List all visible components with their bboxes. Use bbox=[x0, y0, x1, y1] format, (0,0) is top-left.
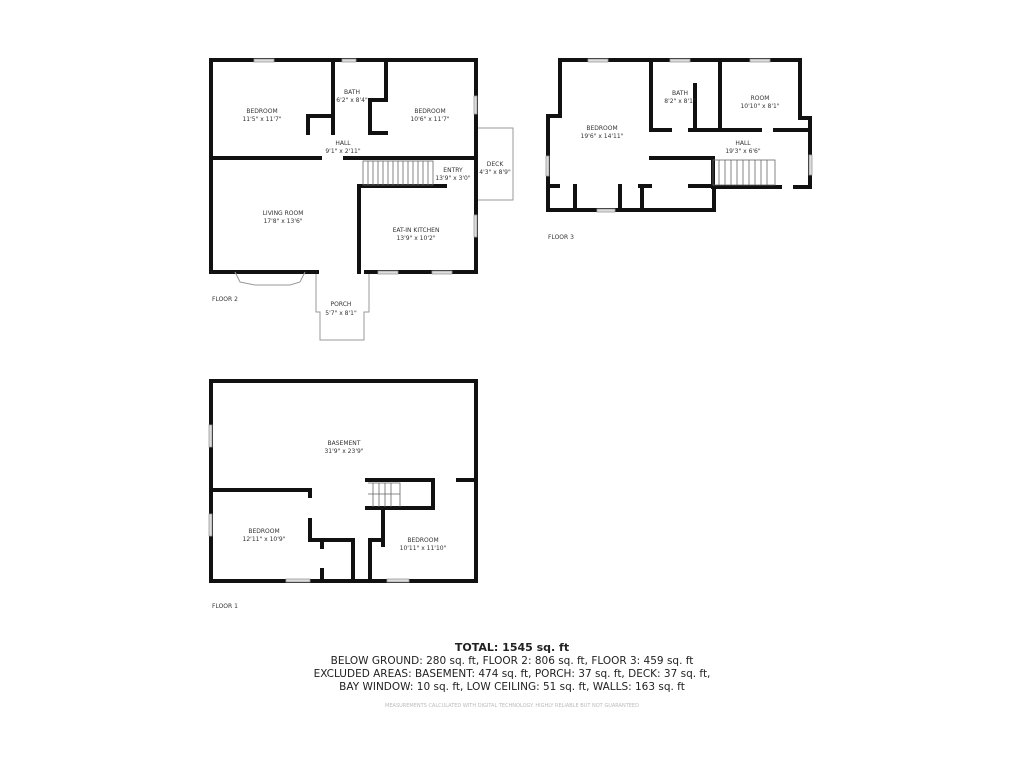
wall bbox=[209, 488, 355, 583]
room-dims: 31'9" x 23'9" bbox=[324, 448, 363, 455]
porch-outline bbox=[315, 272, 370, 341]
window bbox=[208, 424, 213, 448]
room-name: BATH bbox=[672, 90, 688, 97]
room-name: BEDROOM bbox=[407, 537, 438, 544]
room-dims: 6'2" x 8'4" bbox=[336, 97, 368, 104]
window bbox=[431, 270, 453, 275]
floor-1-plan: BASEMENT 31'9" x 23'9" BEDROOM 12'11" x … bbox=[208, 379, 478, 610]
floor-label: FLOOR 3 bbox=[548, 234, 574, 241]
window bbox=[473, 95, 478, 115]
area-breakdown: BELOW GROUND: 280 sq. ft, FLOOR 2: 806 s… bbox=[330, 655, 694, 667]
disclaimer: MEASUREMENTS CALCULATED WITH DIGITAL TEC… bbox=[385, 703, 639, 709]
room-name: BEDROOM bbox=[248, 528, 279, 535]
staircase bbox=[362, 160, 434, 186]
window bbox=[545, 155, 550, 177]
wall bbox=[546, 156, 715, 212]
room-name: BEDROOM bbox=[586, 125, 617, 132]
window bbox=[377, 270, 399, 275]
window bbox=[341, 58, 357, 63]
room-name: BEDROOM bbox=[414, 108, 445, 115]
room-dims: 10'11" x 11'10" bbox=[400, 545, 447, 552]
bath-walls bbox=[306, 58, 388, 135]
floor-3-exterior-wall bbox=[546, 58, 812, 212]
window bbox=[669, 58, 691, 63]
room-dims: 13'9" x 10'2" bbox=[396, 235, 435, 242]
room-name: ROOM bbox=[751, 95, 770, 102]
room-name: BEDROOM bbox=[246, 108, 277, 115]
wall bbox=[365, 478, 478, 583]
floor-2-plan: BEDROOM 11'5" x 11'7" BATH 6'2" x 8'4" B… bbox=[209, 58, 514, 341]
room-name: DECK bbox=[487, 161, 505, 168]
room-name: BATH bbox=[344, 89, 360, 96]
room-dims: 13'9" x 3'0" bbox=[435, 175, 471, 182]
room-dims: 19'6" x 14'11" bbox=[581, 133, 624, 140]
kitchen-walls bbox=[357, 184, 447, 274]
floor-label: FLOOR 2 bbox=[212, 296, 238, 303]
room-dims: 17'8" x 13'6" bbox=[263, 218, 302, 225]
room-name: LIVING ROOM bbox=[263, 210, 304, 217]
staircase bbox=[712, 159, 776, 186]
room-name: ENTRY bbox=[443, 167, 463, 174]
room-dims: 19'3" x 6'6" bbox=[725, 148, 761, 155]
total-area: TOTAL: 1545 sq. ft bbox=[454, 641, 570, 654]
room-dims: 9'1" x 2'11" bbox=[325, 148, 361, 155]
excluded-areas: EXCLUDED AREAS: BASEMENT: 474 sq. ft, PO… bbox=[313, 668, 711, 680]
floor-label: FLOOR 1 bbox=[212, 603, 238, 610]
window bbox=[596, 208, 616, 213]
room-dims: 8'2" x 8'1" bbox=[664, 98, 696, 105]
room-name: EAT-IN KITCHEN bbox=[393, 227, 440, 234]
window bbox=[473, 214, 478, 238]
window bbox=[208, 513, 213, 537]
window bbox=[808, 154, 813, 176]
room-name: BASEMENT bbox=[328, 440, 361, 447]
floor-3-plan: BEDROOM 19'6" x 14'11" BATH 8'2" x 8'1" … bbox=[545, 58, 813, 241]
window bbox=[587, 58, 609, 63]
room-name: HALL bbox=[735, 140, 751, 147]
room-dims: 10'10" x 8'1" bbox=[740, 103, 779, 110]
excluded-areas-continued: BAY WINDOW: 10 sq. ft, LOW CEILING: 51 s… bbox=[339, 681, 685, 693]
window bbox=[749, 58, 771, 63]
window bbox=[386, 578, 410, 583]
room-name: HALL bbox=[335, 140, 351, 147]
room-dims: 5'7" x 8'1" bbox=[325, 310, 357, 317]
window bbox=[285, 578, 311, 583]
room-dims: 12'11" x 10'9" bbox=[243, 536, 286, 543]
wall bbox=[649, 58, 812, 132]
staircase bbox=[368, 482, 401, 507]
bay-window bbox=[234, 271, 306, 286]
room-dims: 4'3" x 8'9" bbox=[479, 169, 511, 176]
room-dims: 10'6" x 11'7" bbox=[410, 116, 449, 123]
room-dims: 11'5" x 11'7" bbox=[242, 116, 281, 123]
room-name: PORCH bbox=[331, 301, 352, 308]
window bbox=[253, 58, 275, 63]
